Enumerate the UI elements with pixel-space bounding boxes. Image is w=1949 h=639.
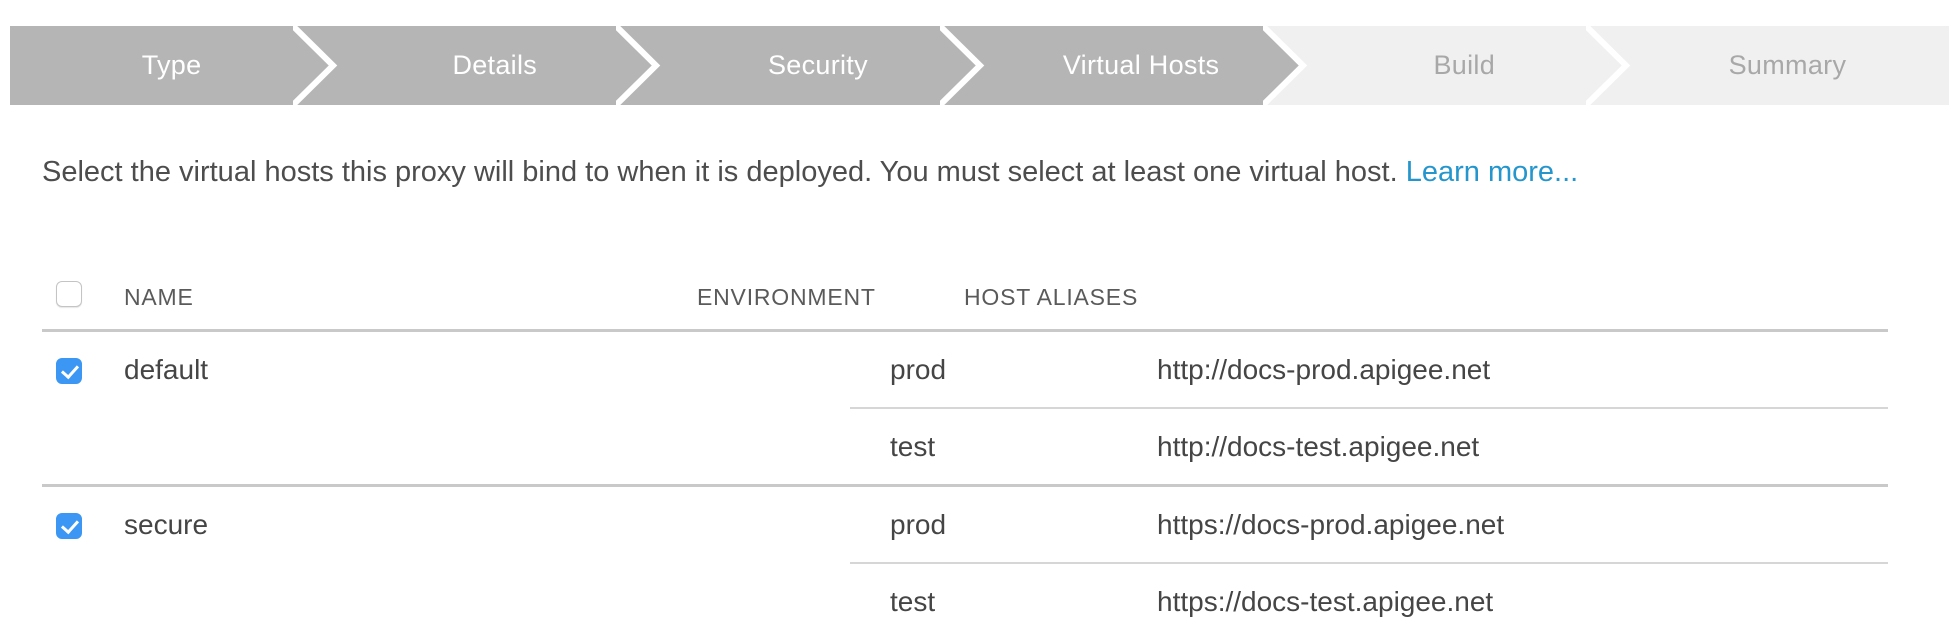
environment-rows: prod https://docs-prod.apigee.net test http… bbox=[850, 487, 1888, 639]
column-header-name: NAME bbox=[124, 284, 194, 310]
virtual-host-name: default bbox=[124, 354, 209, 385]
host-alias-value: http://docs-test.apigee.net bbox=[1157, 431, 1480, 462]
wizard-step-type[interactable]: Type bbox=[10, 26, 374, 105]
column-header-host-aliases: HOST ALIASES bbox=[964, 284, 1139, 310]
wizard-step-label: Security bbox=[767, 50, 868, 80]
virtual-host-name-cell: secure bbox=[42, 487, 850, 639]
table-row: prod http://docs-prod.apigee.net bbox=[850, 332, 1888, 407]
wizard-step-security[interactable]: Security bbox=[656, 26, 1020, 105]
wizard-step-label: Type bbox=[141, 50, 202, 80]
environment-value: prod bbox=[890, 354, 947, 385]
table-header-row: NAME ENVIRONMENT HOST ALIASES bbox=[42, 272, 1888, 329]
select-all-checkbox-cell[interactable] bbox=[56, 281, 82, 312]
wizard-step-details[interactable]: Details bbox=[333, 26, 697, 105]
virtual-hosts-table: NAME ENVIRONMENT HOST ALIASES default pro… bbox=[42, 272, 1888, 639]
select-all-checkbox[interactable] bbox=[56, 281, 82, 307]
virtual-host-group: default prod http://docs-prod.apigee.net te… bbox=[42, 329, 1888, 484]
virtual-host-checkbox-cell[interactable] bbox=[56, 513, 82, 544]
wizard-step-label: Summary bbox=[1728, 50, 1847, 80]
environment-value: test bbox=[890, 431, 936, 462]
page-description-text: Select the virtual hosts this proxy will… bbox=[42, 156, 1398, 188]
table-row: test https://docs-test.apigee.net bbox=[850, 562, 1888, 639]
environment-value: prod bbox=[890, 509, 947, 540]
wizard-step-summary[interactable]: Summary bbox=[1625, 26, 1949, 105]
table-body: default prod http://docs-prod.apigee.net te… bbox=[42, 329, 1888, 639]
virtual-host-checkbox-cell[interactable] bbox=[56, 358, 82, 389]
environment-rows: prod http://docs-prod.apigee.net test http:… bbox=[850, 332, 1888, 484]
host-alias-value: https://docs-test.apigee.net bbox=[1157, 586, 1494, 617]
environment-value: test bbox=[890, 586, 936, 617]
page-description: Select the virtual hosts this proxy will… bbox=[42, 152, 1578, 192]
table-row: test http://docs-test.apigee.net bbox=[850, 407, 1888, 484]
wizard-step-label: Build bbox=[1433, 50, 1496, 80]
wizard-step-virtual-hosts[interactable]: Virtual Hosts bbox=[979, 26, 1343, 105]
virtual-host-checkbox[interactable] bbox=[56, 358, 82, 384]
table-row: prod https://docs-prod.apigee.net bbox=[850, 487, 1888, 562]
wizard-step-bar: Type Details Security Virtual Hosts Build Sum… bbox=[10, 26, 1949, 105]
virtual-host-name-cell: default bbox=[42, 332, 850, 484]
host-alias-value: http://docs-prod.apigee.net bbox=[1157, 354, 1491, 385]
learn-more-link[interactable]: Learn more... bbox=[1405, 156, 1579, 188]
virtual-host-name: secure bbox=[124, 509, 209, 540]
wizard-step-label: Details bbox=[452, 50, 538, 80]
wizard-step-build[interactable]: Build bbox=[1302, 26, 1666, 105]
wizard-step-label: Virtual Hosts bbox=[1062, 50, 1220, 80]
virtual-host-checkbox[interactable] bbox=[56, 513, 82, 539]
host-alias-value: https://docs-prod.apigee.net bbox=[1157, 509, 1505, 540]
virtual-host-group: secure prod https://docs-prod.apigee.net te… bbox=[42, 484, 1888, 639]
column-header-environment: ENVIRONMENT bbox=[697, 284, 876, 310]
